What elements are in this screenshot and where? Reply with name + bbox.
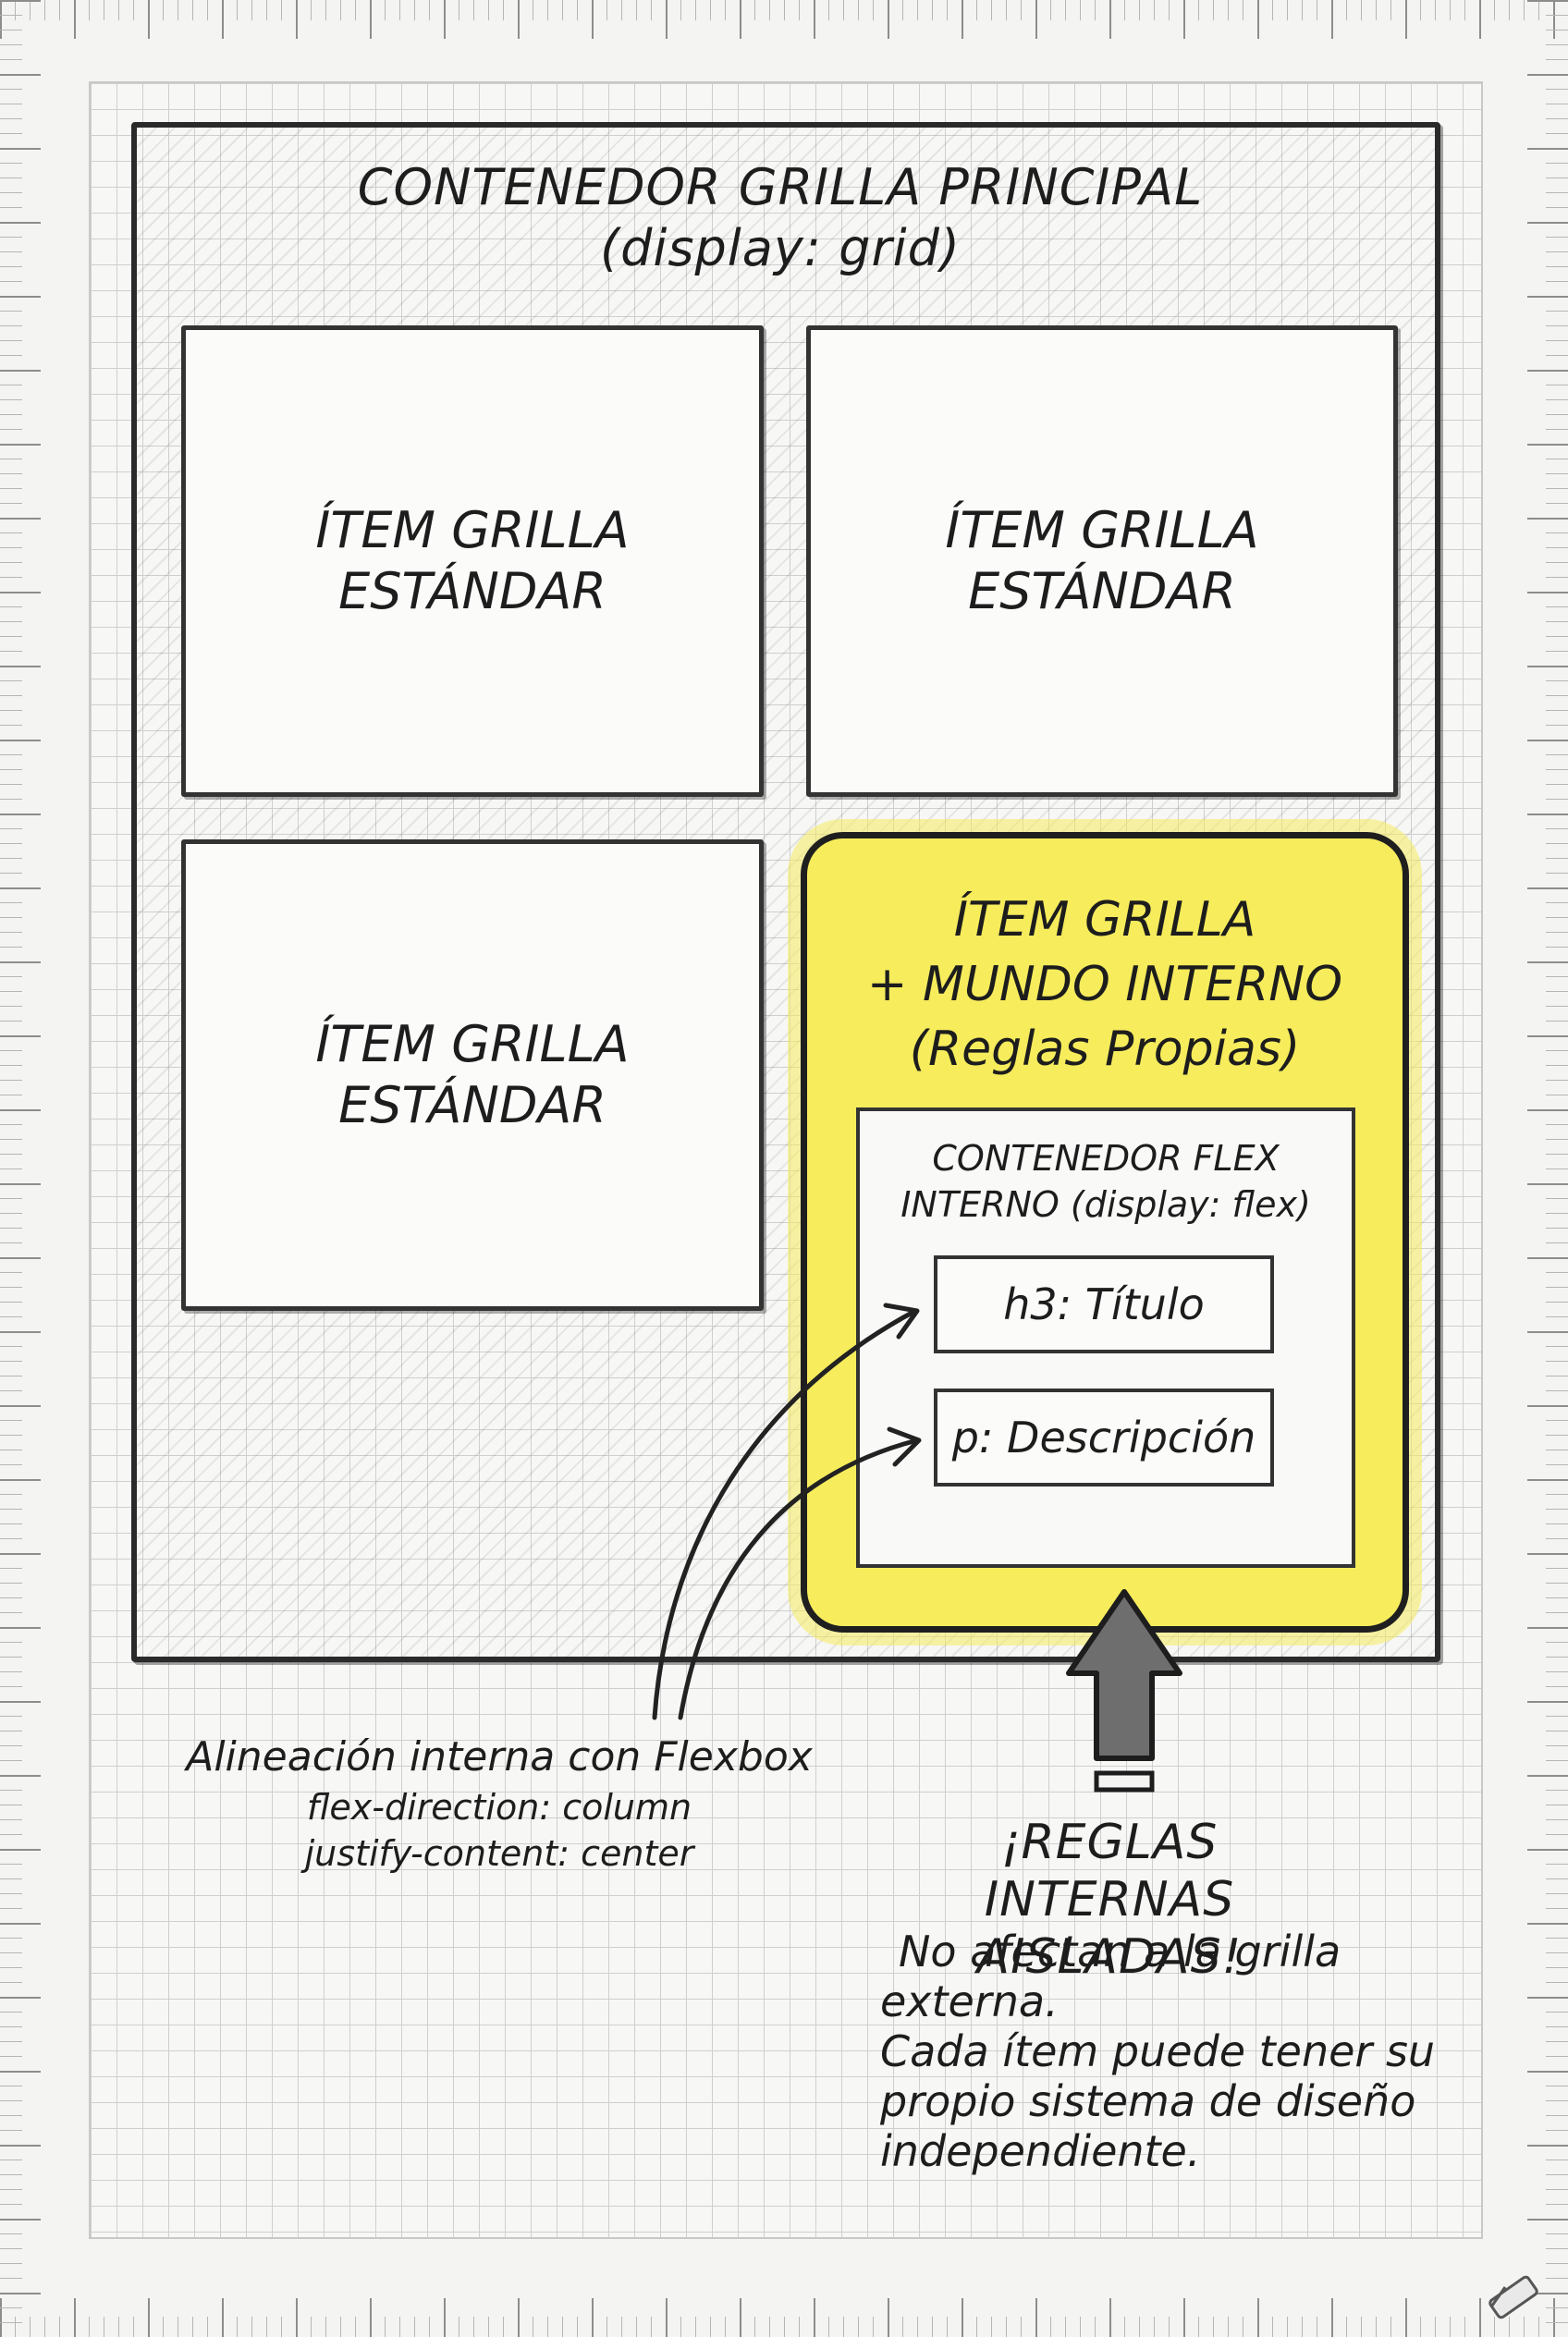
flex-child-h3: h3: Título: [934, 1255, 1274, 1353]
ruler-left: [0, 0, 41, 2337]
flex-child-label: p: Descripción: [951, 1413, 1256, 1462]
rules-body-line: No afectan a la grilla: [899, 1927, 1341, 1976]
grid-item-label: ÍTEM GRILLA: [315, 1015, 630, 1073]
flex-child-p: p: Descripción: [934, 1389, 1274, 1487]
main-title-line2: (display: grid): [600, 219, 961, 277]
grid-item-label: ÍTEM GRILLA: [945, 501, 1259, 559]
special-title-line1: ÍTEM GRILLA: [953, 892, 1256, 948]
main-container-title: CONTENEDOR GRILLA PRINCIPAL (display: gr…: [131, 157, 1429, 279]
grid-item-label: ESTÁNDAR: [968, 562, 1236, 620]
grid-item-label: ESTÁNDAR: [338, 562, 606, 620]
main-title-line1: CONTENEDOR GRILLA PRINCIPAL: [357, 158, 1204, 216]
inner-title-line1: CONTENEDOR FLEX: [932, 1138, 1280, 1179]
special-title-line2: + MUNDO INTERNO: [866, 957, 1343, 1012]
special-item-title: ÍTEM GRILLA + MUNDO INTERNO (Reglas Prop…: [801, 887, 1409, 1082]
curved-arrow-icon: [678, 1438, 920, 1720]
up-arrow-icon: [1066, 1589, 1182, 1793]
ruler-top: [0, 0, 1568, 39]
special-title-line3: (Reglas Propias): [909, 1022, 1301, 1077]
rules-title-line1: ¡REGLAS INTERNAS: [984, 1815, 1235, 1927]
rules-title-line2: AISLADAS!: [976, 1929, 1243, 1985]
flexbox-note-line1: Alineación interna con Flexbox: [186, 1733, 813, 1780]
eraser-icon: [1488, 2275, 1538, 2319]
grid-item-standard-3: ÍTEM GRILLA ESTÁNDAR: [181, 839, 764, 1311]
flex-child-label: h3: Título: [1003, 1279, 1205, 1329]
grid-item-standard-1: ÍTEM GRILLA ESTÁNDAR: [181, 325, 764, 797]
inner-title-line2: INTERNO (display: flex): [900, 1184, 1311, 1225]
flexbox-note-line2: flex-direction: column: [306, 1787, 692, 1828]
flexbox-note: Alineación interna con Flexbox flex-dire…: [148, 1731, 851, 1877]
rules-note-title: ¡REGLAS INTERNAS AISLADAS!: [869, 1814, 1350, 1986]
grid-item-label: ESTÁNDAR: [338, 1076, 606, 1134]
grid-item-standard-2: ÍTEM GRILLA ESTÁNDAR: [806, 325, 1398, 797]
ruler-right: [1527, 0, 1568, 2337]
rules-body-line: independiente.: [880, 2126, 1201, 2176]
rules-body-line: Cada ítem puede tener su: [880, 2026, 1436, 2076]
inner-flex-title: CONTENEDOR FLEX INTERNO (display: flex): [856, 1135, 1355, 1228]
grid-item-label: ÍTEM GRILLA: [315, 501, 630, 559]
curved-arrow-icon: [652, 1308, 918, 1720]
ruler-bottom: [0, 2298, 1568, 2337]
rules-body-line: externa.: [880, 1976, 1059, 2026]
flexbox-note-line3: justify-content: center: [304, 1833, 694, 1874]
rules-body-line: propio sistema de diseño: [880, 2076, 1416, 2126]
rules-note-body: No afectan a la grilla externa. Cada íte…: [880, 1927, 1453, 2176]
